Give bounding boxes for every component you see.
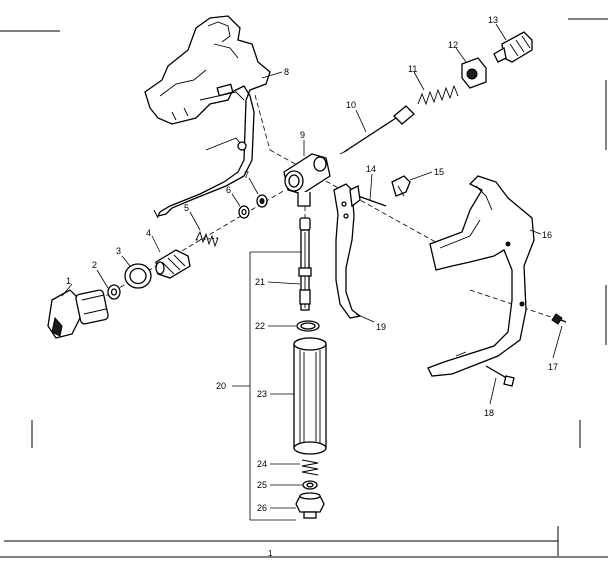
callout-11: 11 [408, 64, 417, 74]
callout-14: 14 [366, 164, 376, 174]
callout-24: 24 [257, 459, 267, 469]
part-26-base-fitting [295, 492, 325, 519]
callout-10: 10 [346, 100, 356, 110]
part-23-filter-housing [293, 337, 327, 455]
part-18-screw [485, 365, 515, 387]
part-4-diffuser [155, 249, 191, 279]
part-19-trigger [333, 183, 362, 319]
part-12-nut [461, 57, 487, 89]
callout-6: 6 [226, 185, 231, 195]
callout-7: 7 [244, 170, 249, 180]
part-3-retaining-ring [124, 263, 152, 289]
part-17-screw [551, 313, 567, 325]
callout-16: 16 [542, 230, 552, 240]
frame-lines [0, 18, 608, 558]
callout-15: 15 [434, 167, 444, 177]
part-1-spray-tip [47, 289, 109, 339]
callout-26: 26 [257, 503, 267, 513]
callout-12: 12 [448, 40, 458, 50]
part-5-spring [195, 230, 219, 248]
part-8-gun-body [144, 15, 271, 219]
part-9-manifold [283, 153, 331, 207]
callout-4: 4 [146, 228, 151, 238]
part-16-handle [427, 175, 535, 377]
callout-2: 2 [92, 260, 97, 270]
callout-8: 8 [284, 67, 289, 77]
part-24-spring [301, 459, 319, 476]
group-20-bracket [232, 251, 302, 521]
callout-23: 23 [257, 389, 267, 399]
callout-19: 19 [376, 322, 386, 332]
callout-20: 20 [216, 381, 226, 391]
footer: 1 [268, 549, 273, 558]
callout-1: 1 [66, 276, 71, 286]
callout-3: 3 [116, 246, 121, 256]
part-6-fitting [238, 205, 250, 219]
part-11-spring [417, 84, 459, 106]
part-21-stem [298, 217, 312, 311]
callout-22: 22 [255, 321, 265, 331]
part-25-ring [302, 480, 318, 490]
part-15-pivot [391, 175, 411, 197]
leader-lines [61, 23, 563, 509]
part-2-seal-ring [107, 284, 121, 300]
callout-21: 21 [255, 277, 265, 287]
part-7-seat [256, 194, 268, 208]
callout-9: 9 [300, 130, 305, 140]
callout-18: 18 [484, 408, 494, 418]
callout-25: 25 [257, 480, 267, 490]
part-22-o-ring [296, 320, 320, 332]
part-10-needle [339, 105, 415, 155]
callout-17: 17 [548, 362, 558, 372]
page-mark: 1 [268, 549, 273, 558]
part-13-knob [493, 31, 533, 63]
callout-labels: 1 2 3 4 5 6 7 8 9 10 11 12 13 14 15 16 1… [66, 15, 558, 513]
callout-5: 5 [184, 203, 189, 213]
callout-13: 13 [488, 15, 498, 25]
